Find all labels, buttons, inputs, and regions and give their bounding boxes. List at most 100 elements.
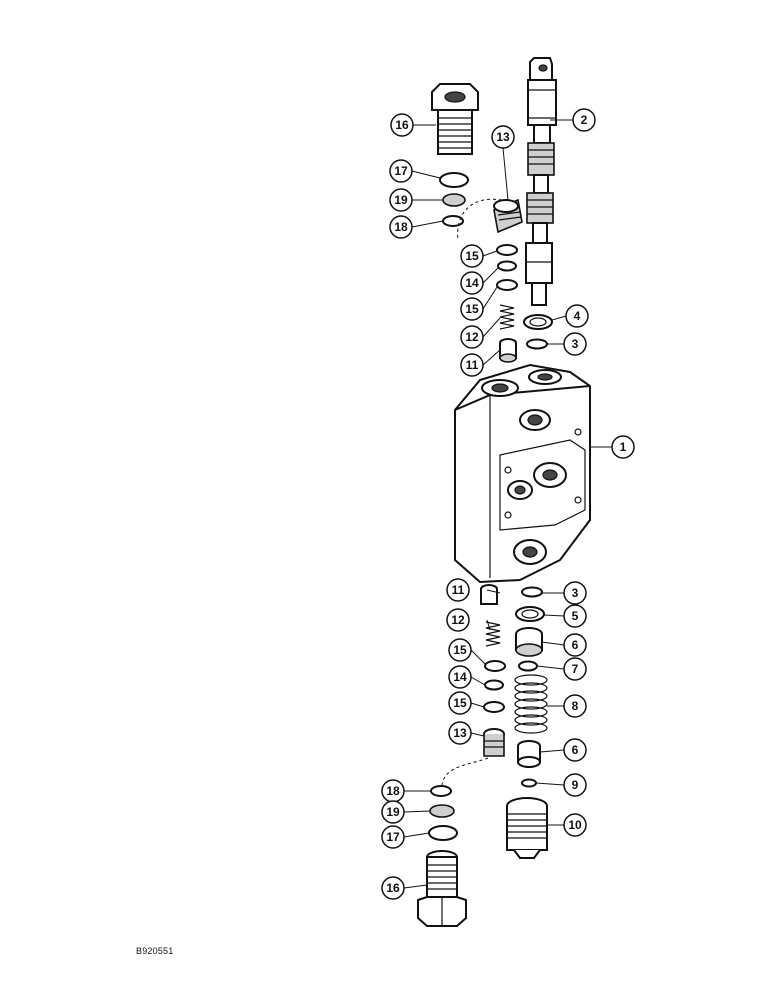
part-2-spool	[525, 57, 557, 306]
part-16-bottom-plug	[417, 850, 467, 927]
callout-12-bottom: 12	[446, 608, 470, 632]
callout-1: 1	[611, 435, 635, 459]
callout-6-bottom: 6	[563, 738, 587, 762]
callout-15-top-b: 15	[460, 297, 484, 321]
svg-text:19: 19	[394, 193, 408, 207]
svg-text:13: 13	[453, 726, 467, 740]
callout-19-top: 19	[389, 188, 413, 212]
leader-15-bottom-b	[470, 702, 485, 708]
part-1-valve-body	[454, 363, 591, 584]
svg-text:11: 11	[452, 583, 465, 597]
part-4-seal-inner	[529, 317, 547, 327]
svg-text:14: 14	[465, 276, 479, 290]
callout-14-top: 14	[460, 271, 484, 295]
svg-text:2: 2	[581, 113, 588, 127]
callout-18-top: 18	[389, 215, 413, 239]
part-8-spring	[514, 674, 548, 734]
leader-17-top	[411, 170, 441, 179]
part-15-top-ring-a	[496, 244, 518, 256]
leader-15-bottom-a	[470, 649, 486, 665]
leader-19-bottom	[403, 810, 431, 813]
leader-14-bottom	[470, 676, 486, 686]
callout-18-bottom: 18	[381, 779, 405, 803]
part-15-top-ring-b	[496, 279, 518, 291]
leader-5	[543, 614, 565, 617]
callout-7: 7	[563, 657, 587, 681]
part-3-bottom-ring	[521, 586, 543, 598]
part-12-top-spring	[499, 304, 515, 330]
svg-text:13: 13	[496, 130, 510, 144]
svg-text:15: 15	[453, 696, 467, 710]
part-14-top-ring	[497, 260, 517, 272]
part-12-bottom-spring	[485, 621, 501, 647]
svg-text:6: 6	[572, 638, 579, 652]
leader-9	[535, 782, 565, 786]
part-14-bottom-ring	[484, 679, 504, 691]
part-11-top-poppet	[499, 338, 517, 363]
callout-8: 8	[563, 694, 587, 718]
part-15-bottom-ring-b	[483, 701, 505, 713]
callout-9: 9	[563, 773, 587, 797]
part-19-bottom-ring	[429, 804, 455, 818]
part-5-washer	[515, 606, 545, 622]
part-18-bottom-ring	[430, 785, 452, 797]
svg-text:15: 15	[465, 249, 479, 263]
svg-text:3: 3	[572, 586, 579, 600]
part-17-bottom-ring	[428, 825, 458, 841]
callout-11-top: 11	[460, 353, 484, 377]
svg-text:1: 1	[620, 440, 627, 454]
svg-text:12: 12	[465, 330, 479, 344]
svg-text:16: 16	[395, 118, 409, 132]
part-11-bottom-poppet	[480, 584, 498, 605]
svg-text:6: 6	[572, 743, 579, 757]
part-10-cap	[506, 797, 548, 859]
callout-13-top: 13	[491, 125, 515, 149]
leader-11-top	[482, 349, 501, 366]
callout-14-bottom: 14	[448, 665, 472, 689]
leader-14-top	[482, 267, 499, 284]
part-17-top-ring	[439, 172, 469, 188]
leader-12-bottom	[486, 619, 491, 631]
leader-18-top	[411, 220, 444, 228]
svg-text:17: 17	[394, 164, 408, 178]
leader-17-bottom	[403, 832, 430, 838]
callout-15-top-a: 15	[460, 244, 484, 268]
callout-3-bottom: 3	[563, 581, 587, 605]
part-18-top-ring	[442, 215, 464, 227]
svg-text:16: 16	[386, 881, 400, 895]
svg-text:9: 9	[572, 778, 579, 792]
svg-text:11: 11	[466, 358, 479, 372]
part-13-top-seat	[493, 198, 523, 234]
leader-13-bottom	[470, 732, 485, 737]
leader-11-bottom	[486, 589, 501, 594]
svg-text:17: 17	[386, 830, 400, 844]
callout-17-top: 17	[389, 159, 413, 183]
callout-12-top: 12	[460, 325, 484, 349]
svg-text:5: 5	[572, 609, 579, 623]
part-19-top-ring	[442, 193, 466, 207]
leader-dash-13-top	[457, 198, 503, 241]
leader-6-bottom	[539, 749, 565, 753]
callout-10: 10	[563, 813, 587, 837]
callout-16-top: 16	[390, 113, 414, 137]
part-5-washer-inner	[521, 609, 539, 619]
leader-15-top-a	[482, 250, 498, 257]
svg-text:8: 8	[572, 699, 579, 713]
svg-text:10: 10	[568, 818, 582, 832]
callout-5: 5	[563, 604, 587, 628]
callout-6-top: 6	[563, 633, 587, 657]
svg-text:18: 18	[386, 784, 400, 798]
leader-12-top	[482, 317, 501, 338]
callout-16-bottom: 16	[381, 876, 405, 900]
leader-16-bottom	[403, 884, 428, 889]
svg-text:15: 15	[465, 302, 479, 316]
callout-15-bottom-b: 15	[448, 691, 472, 715]
part-6-bottom-cap	[517, 740, 541, 768]
figure-id: B920551	[136, 946, 174, 956]
part-6-top-cap	[515, 627, 543, 657]
callout-4: 4	[565, 304, 589, 328]
callout-17-bottom: 17	[381, 825, 405, 849]
part-7-ring	[518, 660, 538, 672]
part-15-bottom-ring-a	[484, 660, 506, 672]
callout-3-top: 3	[563, 332, 587, 356]
